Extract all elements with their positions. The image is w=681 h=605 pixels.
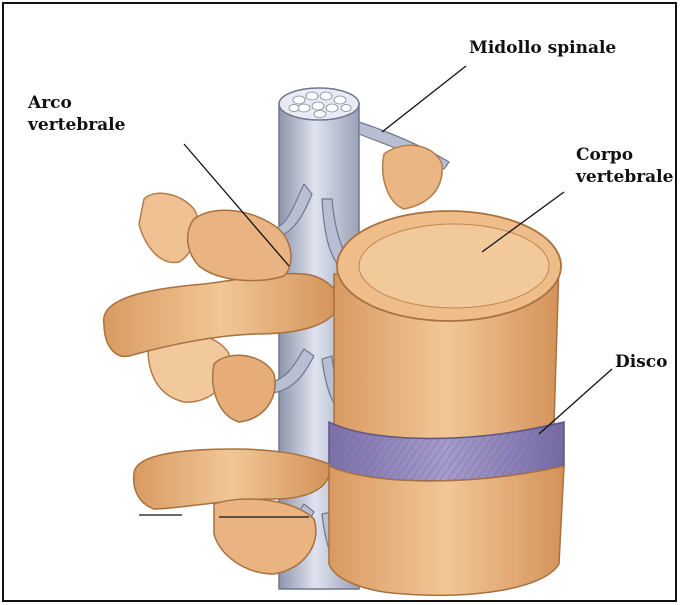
articular-process-middle (213, 355, 275, 422)
leader-midollo (382, 66, 466, 132)
label-midollo-spinale-text: Midollo spinale (469, 37, 616, 59)
articular-process-upper (383, 145, 442, 209)
vertebral-body-upper (334, 211, 561, 439)
lamina-upper (188, 210, 291, 280)
label-corpo-vertebrale: Corpo vertebrale (576, 144, 673, 188)
vertebral-body-lower (329, 466, 564, 595)
label-disco: Disco (615, 351, 667, 373)
label-corpo-line2: vertebrale (576, 166, 673, 188)
label-midollo-spinale: Midollo spinale (469, 37, 616, 59)
label-arco-line2: vertebrale (28, 114, 125, 136)
label-arco-vertebrale: Arco vertebrale (28, 92, 125, 136)
lamina-lower (214, 499, 316, 574)
label-disco-text: Disco (615, 351, 667, 373)
label-corpo-line1: Corpo (576, 144, 673, 166)
label-arco-line1: Arco (28, 92, 125, 114)
